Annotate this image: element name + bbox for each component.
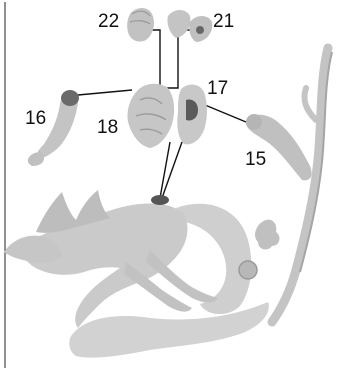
part-22-head xyxy=(127,8,154,42)
arm-hand xyxy=(28,152,44,166)
torso-shape xyxy=(127,84,174,148)
label-part-17: 17 xyxy=(207,79,228,98)
label-part-15: 15 xyxy=(245,150,266,169)
leader-line-17-15 xyxy=(205,105,246,122)
label-part-18: 18 xyxy=(97,118,118,137)
wave-base xyxy=(69,302,269,358)
base-creature xyxy=(4,190,279,358)
label-part-22: 22 xyxy=(98,12,119,31)
weed-frond xyxy=(255,220,279,250)
shell-detail xyxy=(239,261,257,279)
label-part-21: 21 xyxy=(213,12,234,31)
mount-socket xyxy=(151,195,169,205)
leader-line-16-18 xyxy=(78,90,132,95)
helm-left xyxy=(167,10,190,38)
part-17-back xyxy=(177,85,207,145)
part-15-staff xyxy=(246,48,332,322)
arm-shoulder xyxy=(61,90,79,106)
helm-socket xyxy=(196,26,204,34)
part-18-torso xyxy=(127,84,174,148)
head-shape xyxy=(127,8,154,42)
staff-hand-knob xyxy=(246,114,262,130)
staff-branch xyxy=(304,88,316,120)
leader-line-22-21 xyxy=(144,30,190,88)
label-part-16: 16 xyxy=(25,109,46,128)
part-21-helm xyxy=(167,10,212,42)
